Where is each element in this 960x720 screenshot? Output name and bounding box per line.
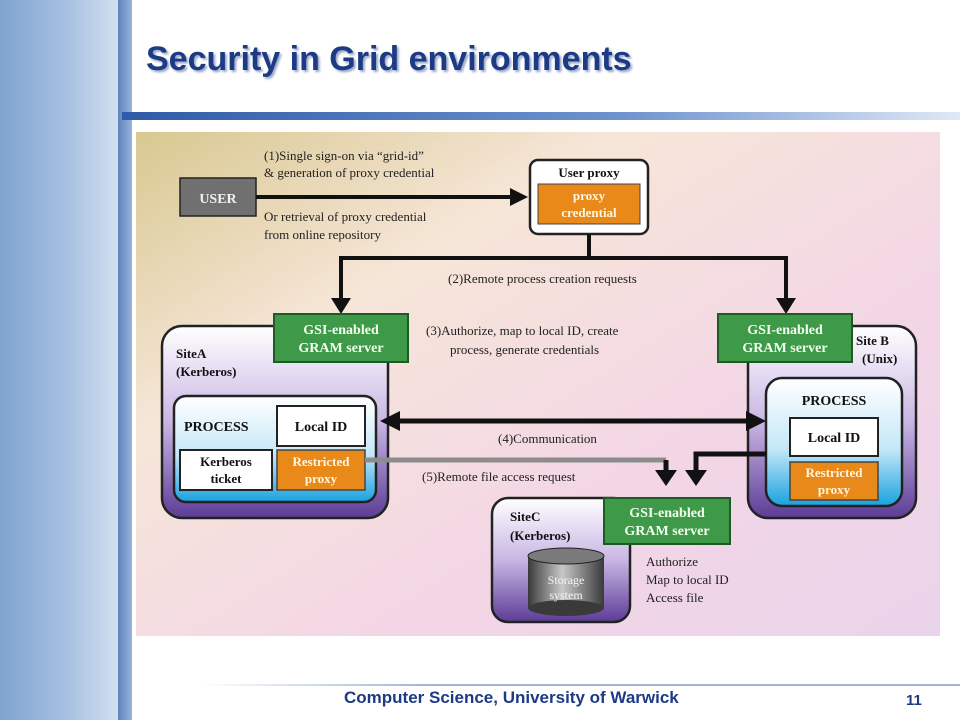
step3-text-line1: (3)Authorize, map to local ID, create	[426, 323, 619, 338]
restricted-proxy-b-line2: proxy	[818, 482, 851, 497]
site-c: SiteC (Kerberos) Storage system	[490, 496, 632, 624]
site-c-action-access: Access file	[646, 590, 704, 605]
step1-text-line1: (1)Single sign-on via “grid-id”	[264, 148, 424, 163]
restricted-proxy-b	[789, 461, 879, 501]
sidebar-decoration	[0, 0, 128, 720]
storage-system: Storage system	[527, 547, 605, 616]
restricted-proxy-a	[276, 449, 366, 491]
title-rule	[122, 112, 960, 120]
local-id-b	[789, 417, 879, 457]
local-id-a-label: Local ID	[295, 420, 348, 435]
site-b: Site B (Unix) PROCESS Local ID Restricte…	[746, 324, 918, 520]
storage-line1: Storage	[548, 573, 585, 587]
process-b-label: PROCESS	[802, 394, 867, 409]
gram-a-line1: GSI-enabled	[303, 323, 379, 338]
site-c-action-map: Map to local ID	[646, 572, 729, 587]
local-id-b-label: Local ID	[808, 431, 861, 446]
site-c-label-line1: SiteC	[510, 509, 540, 524]
arrow-to-user-proxy	[510, 188, 528, 206]
gram-server-c: GSI-enabled GRAM server	[603, 497, 731, 545]
step1-text-line2: & generation of proxy credential	[264, 165, 435, 180]
proxy-credential-box	[537, 183, 641, 225]
grid-security-diagram: USER (1)Single sign-on via “grid-id” & g…	[136, 132, 940, 636]
file-access-arrow-a	[655, 470, 677, 486]
gram-c-line2: GRAM server	[624, 524, 709, 539]
gram-server-b: GSI-enabled GRAM server	[717, 313, 853, 363]
site-b-label-line2: (Unix)	[862, 351, 897, 366]
site-b-label-line1: Site B	[856, 333, 889, 348]
proxy-credential-line2: credential	[561, 205, 617, 220]
user-proxy-box: User proxy proxy credential	[528, 158, 650, 236]
user-box: USER	[179, 177, 257, 217]
step4-text: (4)Communication	[498, 431, 597, 446]
gram-b-line1: GSI-enabled	[747, 323, 823, 338]
site-c-label-line2: (Kerberos)	[510, 528, 570, 543]
process-a-label: PROCESS	[184, 420, 249, 435]
site-a-label-line1: SiteA	[176, 346, 207, 361]
kerberos-ticket	[179, 449, 273, 491]
restricted-proxy-a-line1: Restricted	[292, 454, 350, 469]
arrow-to-gram-b	[776, 298, 796, 314]
step5-text: (5)Remote file access request	[422, 469, 576, 484]
step3-text-line2: process, generate credentials	[450, 342, 599, 357]
communication-arrow-right	[746, 411, 766, 431]
sidebar-edge	[118, 0, 132, 720]
gram-server-a: GSI-enabled GRAM server	[273, 313, 409, 363]
gram-b-line2: GRAM server	[742, 341, 827, 356]
kerberos-ticket-line2: ticket	[210, 471, 242, 486]
gram-c-line1: GSI-enabled	[629, 506, 705, 521]
footer-rule	[200, 684, 960, 686]
proxy-credential-line1: proxy	[573, 188, 606, 203]
slide-title: Security in Grid environments	[146, 40, 632, 78]
user-proxy-title: User proxy	[558, 165, 620, 180]
local-id-a	[276, 405, 366, 447]
step2-text: (2)Remote process creation requests	[448, 271, 637, 286]
arrow-to-gram-a	[331, 298, 351, 314]
step1-alt-line1: Or retrieval of proxy credential	[264, 209, 427, 224]
kerberos-ticket-line1: Kerberos	[200, 454, 252, 469]
site-c-action-authorize: Authorize	[646, 554, 698, 569]
restricted-proxy-b-line1: Restricted	[805, 465, 863, 480]
step2-connector	[339, 256, 788, 300]
file-access-arrow-b	[685, 470, 707, 486]
storage-line2: system	[549, 588, 583, 602]
page-number: 11	[906, 692, 922, 709]
user-label: USER	[199, 192, 237, 207]
step1-alt-line2: from online repository	[264, 227, 381, 242]
site-a-label-line2: (Kerberos)	[176, 364, 236, 379]
gram-a-line2: GRAM server	[298, 341, 383, 356]
file-access-connector-b	[693, 451, 766, 472]
footer-text: Computer Science, University of Warwick	[344, 688, 679, 707]
communication-arrow-left	[380, 411, 400, 431]
restricted-proxy-a-line2: proxy	[305, 471, 338, 486]
